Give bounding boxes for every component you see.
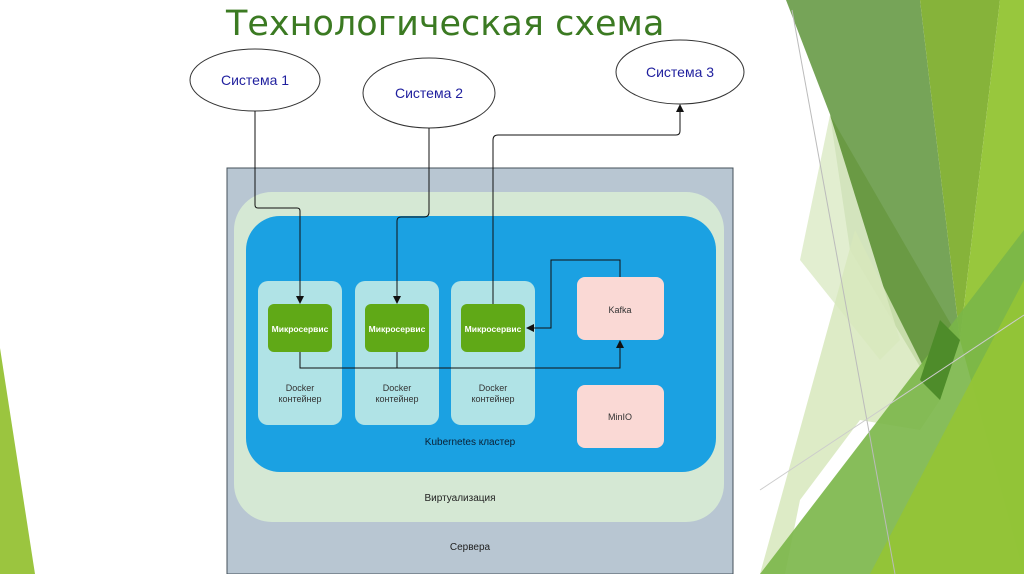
kafka-box[interactable]: [577, 277, 664, 340]
virtualization-label: Виртуализация: [424, 493, 495, 504]
microservice-box[interactable]: [365, 304, 429, 352]
system-label: Система 1: [221, 72, 289, 88]
minio-label: MinIO: [608, 412, 632, 422]
container-label-line2: контейнер: [375, 394, 418, 404]
connector-ms3-to-system3: [492, 104, 684, 304]
decor-facet: [830, 115, 960, 400]
container-label-line1: Docker: [383, 383, 412, 393]
system-node[interactable]: Система 3: [615, 39, 745, 105]
decor-facet: [920, 0, 1000, 340]
servers-label: Сервера: [450, 542, 491, 553]
docker-container: Микросервис Docker контейнер: [451, 281, 535, 425]
minio-box[interactable]: [577, 385, 664, 448]
decor-line: [759, 314, 1024, 491]
connector-kafka-to-ms3: [526, 259, 621, 332]
container-label-line1: Docker: [286, 383, 315, 393]
system-label: Система 2: [395, 85, 463, 101]
kubernetes-label: Kubernetes кластер: [425, 437, 516, 448]
container-label-line2: контейнер: [278, 394, 321, 404]
system-node[interactable]: Система 2: [362, 57, 496, 129]
kafka-label: Kafka: [608, 305, 631, 315]
microservice-label: Микросервис: [272, 324, 329, 334]
connector-system1-to-ms1: [254, 111, 304, 304]
microservice-box[interactable]: [268, 304, 332, 352]
container-label-line2: контейнер: [471, 394, 514, 404]
system-node[interactable]: Система 1: [189, 48, 321, 112]
minio-node[interactable]: MinIO: [577, 385, 664, 448]
microservice-label: Микросервис: [369, 324, 426, 334]
connector-ms-to-kafka: [299, 340, 624, 369]
decor-line: [791, 9, 896, 574]
kafka-node[interactable]: Kafka: [577, 277, 664, 340]
connector-system2-to-ms2: [393, 128, 430, 304]
microservice-box[interactable]: [461, 304, 525, 352]
slide-title: Технологическая схема: [226, 4, 665, 44]
decor-facet: [920, 320, 960, 400]
decor-facet: [760, 230, 940, 574]
decor-facet: [870, 280, 1024, 574]
container-label-line1: Docker: [479, 383, 508, 393]
microservice-label: Микросервис: [465, 324, 522, 334]
system-label: Система 3: [646, 64, 714, 80]
decor-facet: [0, 348, 35, 574]
